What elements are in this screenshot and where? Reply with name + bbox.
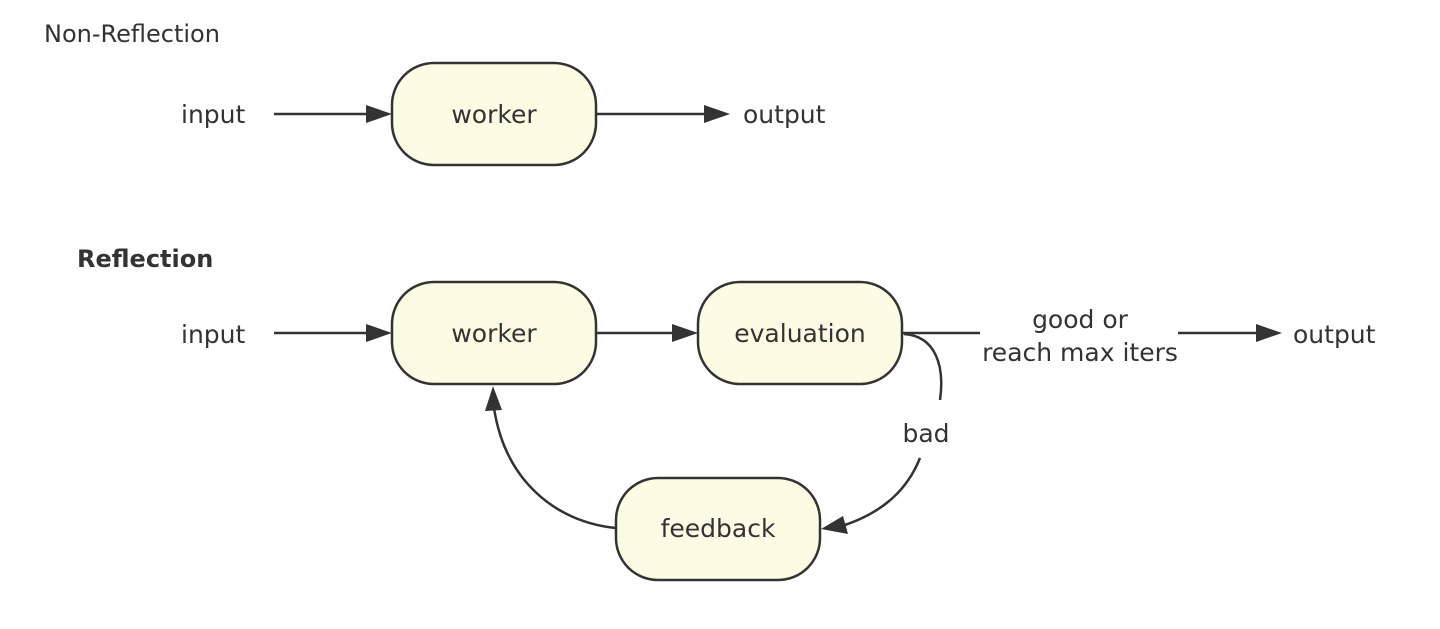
arrowhead-worker-to-output [704, 105, 730, 123]
arrowhead-worker-to-evaluation [672, 324, 698, 342]
arrowhead-input-to-worker [366, 105, 392, 123]
non-reflection-title: Non-Reflection [44, 20, 220, 48]
condition-label-line2: reach max iters [982, 338, 1178, 367]
reflection-input-label: input [181, 320, 246, 349]
non-reflection-output-label: output [743, 100, 826, 129]
feedback-node [614, 476, 822, 582]
reflection-output-label: output [1293, 320, 1376, 349]
arrowhead-evaluation-to-feedback [821, 516, 848, 534]
arrowhead-feedback-to-worker [485, 386, 502, 411]
reflection-title: Reflection [77, 245, 213, 273]
arrowhead-condition-to-output [1256, 324, 1282, 342]
edge-feedback-to-worker [492, 407, 617, 530]
bad-label: bad [902, 419, 949, 448]
feedback-label: feedback [661, 514, 776, 543]
condition-label-line1: good or [1032, 305, 1129, 334]
reflection-worker-label: worker [451, 319, 537, 348]
non-reflection-worker-label: worker [451, 100, 537, 129]
edge-bad-label-to-feedback [841, 457, 922, 528]
arrowhead-reflection-input-to-worker [366, 324, 392, 342]
evaluation-label: evaluation [734, 319, 866, 348]
edge-evaluation-to-bad-label-top [903, 332, 943, 401]
non-reflection-input-label: input [181, 100, 246, 129]
